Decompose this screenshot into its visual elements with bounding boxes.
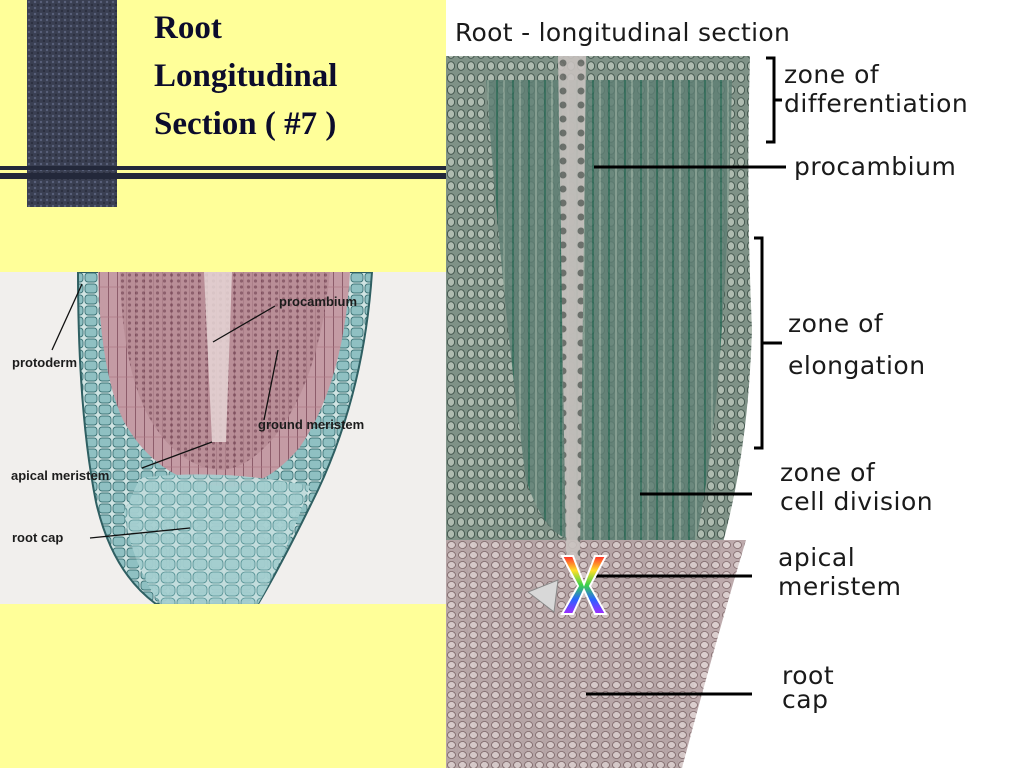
label-zone-differentiation-line-2: differentiation: [784, 89, 969, 118]
label-root-cap-right-line-1: root: [782, 661, 835, 690]
label-zone-cell-division-line-2: cell division: [780, 487, 934, 516]
label-root-cap-right-line-2: cap: [782, 685, 829, 714]
label-zone-cell-division: zone of cell division: [780, 458, 933, 516]
diagram-title: Root - longitudinal section: [455, 18, 791, 47]
label-apical-meristem: apical meristem: [11, 468, 110, 483]
slide-title: Root Longitudinal Section ( #7 ): [154, 4, 337, 148]
label-zone-elongation-line-1: zone of: [788, 309, 884, 338]
title-rule-thick: [0, 173, 448, 179]
label-protoderm: protoderm: [12, 355, 77, 370]
label-root-cap-right: root cap: [782, 661, 835, 714]
label-procambium: procambium: [279, 294, 358, 309]
label-zone-differentiation: zone of differentiation: [784, 60, 968, 118]
micrograph-image: [51, 272, 374, 604]
root-tip-micrograph: procambium protoderm ground meristem api…: [0, 272, 446, 604]
label-zone-differentiation-line-1: zone of: [784, 60, 880, 89]
label-apical-meristem-right-line-1: apical: [778, 543, 856, 572]
label-apical-meristem-right: apical meristem: [778, 543, 902, 601]
label-zone-elongation: zone of elongation: [788, 303, 926, 387]
x-marker-icon: [528, 555, 608, 615]
slide-title-line-1: Root: [154, 10, 222, 46]
label-zone-elongation-line-2: elongation: [788, 351, 926, 380]
title-decoration-block: [27, 0, 117, 207]
label-zone-cell-division-line-1: zone of: [780, 458, 876, 487]
label-apical-meristem-right-line-2: meristem: [778, 572, 902, 601]
label-procambium-right: procambium: [794, 152, 957, 181]
slide-title-line-3: Section ( #7 ): [154, 106, 337, 142]
slide-title-line-2: Longitudinal: [154, 58, 338, 94]
root-zones-diagram: Root - longitudinal section zone of diff…: [446, 0, 1024, 768]
label-root-cap: root cap: [12, 530, 64, 545]
title-rule-thin: [0, 166, 448, 170]
root-section-image: [446, 56, 786, 768]
label-ground-meristem: ground meristem: [258, 417, 365, 432]
